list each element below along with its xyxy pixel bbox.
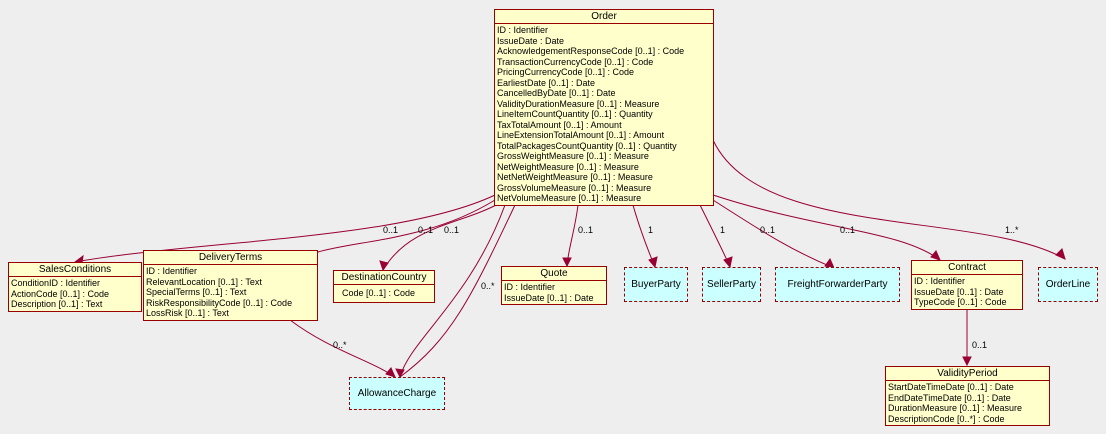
order-attr: TotalPackagesCountQuantity [0..1] : Quan… <box>497 140 677 151</box>
order-class[interactable]: Order ID : Identifier IssueDate : Date A… <box>494 9 714 206</box>
deliveryterms-attr: RelevantLocation [0..1] : Text <box>146 276 262 287</box>
arrow-allowancecharge <box>395 368 405 379</box>
multiplicity-buyerparty: 1 <box>648 225 654 235</box>
contract-attr: ID : Identifier <box>914 276 966 286</box>
multiplicity-destinationcountry: 0..1 <box>418 225 434 235</box>
contract-class[interactable]: Contract ID : Identifier IssueDate [0..1… <box>911 260 1023 310</box>
edge-order-salesconditions <box>74 194 496 263</box>
multiplicity-freightforwarderparty: 0..1 <box>760 225 776 235</box>
quote-class[interactable]: Quote ID : Identifier IssueDate [0..1] :… <box>501 266 607 305</box>
edge-order-buyerparty <box>632 204 656 268</box>
edge-order-allowancecharge-a <box>399 204 506 378</box>
order-attr: GrossVolumeMeasure [0..1] : Measure <box>497 182 652 193</box>
edge-order-contract <box>712 194 941 261</box>
destinationcountry-class[interactable]: DestinationCountry Code [0..1] : Code <box>333 270 435 303</box>
allowancecharge-ref[interactable]: AllowanceCharge <box>349 377 445 410</box>
order-class-title: Order <box>495 10 713 24</box>
buyerparty-ref[interactable]: BuyerParty <box>624 267 688 302</box>
sellerparty-ref[interactable]: SellerParty <box>702 267 761 302</box>
validityperiod-class-title: ValidityPeriod <box>886 367 1049 381</box>
deliveryterms-class-title: DeliveryTerms <box>144 251 317 265</box>
arrow-sellerparty <box>723 256 733 269</box>
salesconditions-attr: ActionCode [0..1] : Code <box>11 288 110 299</box>
arrow-contract <box>930 250 941 261</box>
contract-attr: TypeCode [0..1] : Code <box>914 297 1007 307</box>
arrow-buyerparty <box>648 256 658 269</box>
arrow-orderline <box>1055 248 1066 260</box>
arrow-destinationcountry <box>379 260 389 272</box>
orderline-ref[interactable]: OrderLine <box>1038 267 1098 302</box>
edge-delivery-allowance <box>289 319 396 378</box>
arrow-delivery-allowance <box>385 367 396 378</box>
deliveryterms-attr: SpecialTerms [0..1] : Text <box>146 287 247 297</box>
edge-order-allowancecharge-b <box>399 204 516 378</box>
validityperiod-attr: StartDateTimeDate [0..1] : Date <box>888 382 1014 392</box>
contract-attr: IssueDate [0..1] : Date <box>914 286 1004 297</box>
multiplicity-allowancecharge-order: 0..* <box>481 281 495 291</box>
order-attr: LineItemCountQuantity [0..1] : Quantity <box>497 109 653 119</box>
edge-order-freightforwarder <box>712 199 835 269</box>
destinationcountry-class-title: DestinationCountry <box>334 271 434 285</box>
contract-attributes: ID : Identifier IssueDate [0..1] : Date … <box>912 275 1022 309</box>
contract-class-title: Contract <box>912 261 1022 275</box>
quote-class-title: Quote <box>502 267 606 281</box>
deliveryterms-attr: RiskResponsibilityCode [0..1] : Code <box>146 297 293 308</box>
quote-attr: ID : Identifier <box>504 282 556 292</box>
order-attr: EarliestDate [0..1] : Date <box>497 77 596 88</box>
deliveryterms-attr: ID : Identifier <box>146 266 198 276</box>
destinationcountry-attr: Code [0..1] : Code <box>342 288 416 298</box>
order-attr: PricingCurrencyCode [0..1] : Code <box>497 67 635 77</box>
validityperiod-attr: DescriptionCode [0..*] : Code <box>888 413 1005 424</box>
salesconditions-class-title: SalesConditions <box>9 263 141 277</box>
validityperiod-attr: EndDateTimeDate [0..1] : Date <box>888 392 1011 403</box>
edge-order-sellerparty <box>699 204 731 268</box>
order-attr: AcknowledgementResponseCode [0..1] : Cod… <box>497 46 685 56</box>
edge-order-destinationcountry <box>382 202 501 271</box>
freightforwarderparty-ref[interactable]: FreightForwarderParty <box>775 267 900 302</box>
validityperiod-attr: DurationMeasure [0..1] : Measure <box>888 403 1023 413</box>
order-attr: IssueDate : Date <box>497 35 565 46</box>
deliveryterms-class[interactable]: DeliveryTerms ID : Identifier RelevantLo… <box>143 250 318 321</box>
multiplicity-destinationcountry-b: 0..1 <box>444 225 460 235</box>
order-attr: TransactionCurrencyCode [0..1] : Code <box>497 56 654 67</box>
order-attr: ID : Identifier <box>497 25 549 35</box>
multiplicity-validityperiod: 0..1 <box>972 340 988 350</box>
order-attr: NetWeightMeasure [0..1] : Measure <box>497 161 639 172</box>
multiplicity-contract: 0..1 <box>840 225 856 235</box>
salesconditions-attr: ConditionID : Identifier <box>11 278 101 288</box>
order-attributes: ID : Identifier IssueDate : Date Acknowl… <box>495 24 713 205</box>
multiplicity-sellerparty: 1 <box>720 225 726 235</box>
edge-order-deliveryterms <box>317 199 496 253</box>
deliveryterms-attributes: ID : Identifier RelevantLocation [0..1] … <box>144 265 317 320</box>
edge-order-quote <box>566 204 579 267</box>
deliveryterms-attr: LossRisk [0..1] : Text <box>146 308 229 318</box>
order-attr: ValidityDurationMeasure [0..1] : Measure <box>497 98 660 109</box>
order-attr: CancelledByDate [0..1] : Date <box>497 88 616 98</box>
edge-order-orderline <box>712 139 1066 260</box>
multiplicity-deliveryterms: 0..1 <box>383 225 399 235</box>
salesconditions-attributes: ConditionID : Identifier ActionCode [0..… <box>9 277 141 311</box>
order-attr: NetNetWeightMeasure [0..1] : Measure <box>497 172 653 182</box>
order-attr: TaxTotalAmount [0..1] : Amount <box>497 119 622 130</box>
arrow-quote <box>562 257 572 268</box>
order-attr: LineExtensionTotalAmount [0..1] : Amount <box>497 130 665 140</box>
salesconditions-class[interactable]: SalesConditions ConditionID : Identifier… <box>8 262 142 312</box>
validityperiod-class[interactable]: ValidityPeriod StartDateTimeDate [0..1] … <box>885 366 1050 426</box>
salesconditions-attr: Description [0..1] : Text <box>11 299 103 309</box>
quote-attributes: ID : Identifier IssueDate [0..1] : Date <box>502 281 606 304</box>
multiplicity-quote: 0..1 <box>578 225 594 235</box>
quote-attr: IssueDate [0..1] : Date <box>504 292 594 303</box>
arrow-validity <box>962 356 972 367</box>
multiplicity-allowancecharge-delivery: 0..* <box>333 340 347 350</box>
order-attr: GrossWeightMeasure [0..1] : Measure <box>497 151 649 161</box>
validityperiod-attributes: StartDateTimeDate [0..1] : Date EndDateT… <box>886 381 1049 425</box>
order-attr: NetVolumeMeasure [0..1] : Measure <box>497 193 642 203</box>
multiplicity-orderline: 1..* <box>1005 225 1019 235</box>
destinationcountry-attributes: Code [0..1] : Code <box>334 285 434 302</box>
